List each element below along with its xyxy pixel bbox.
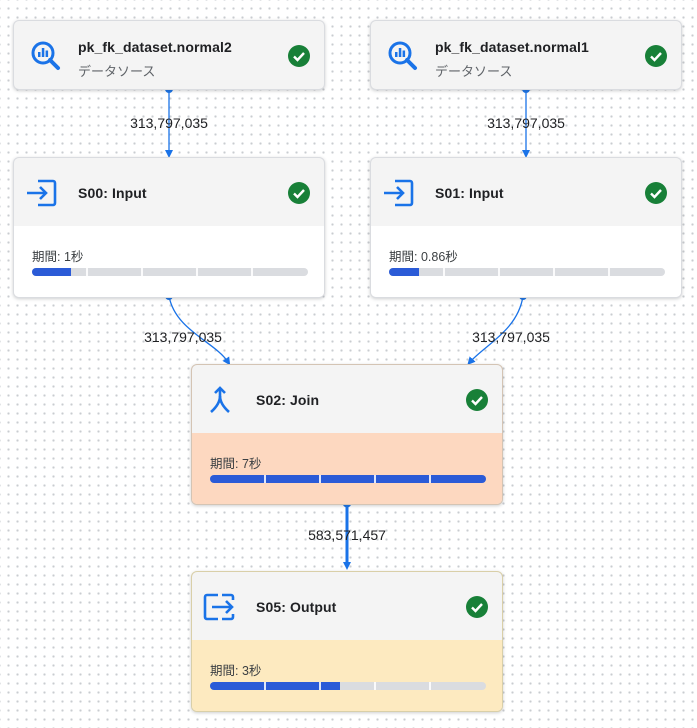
node-title: S01: Input [435, 185, 504, 201]
node-title: S02: Join [256, 392, 320, 408]
join-icon [206, 385, 234, 420]
node-metrics: 期間: 0.86秒 [371, 226, 681, 297]
edge-label-s00-s02: 313,797,035 [144, 329, 222, 345]
node-title: S05: Output [256, 599, 337, 615]
edge-label-ds1-s01: 313,797,035 [487, 115, 565, 131]
duration-label: 期間: 7秒 [210, 457, 262, 471]
node-metrics: 期間: 3秒 [192, 640, 502, 711]
progress-bar [210, 682, 486, 690]
edge-s00-s02[interactable] [168, 295, 231, 366]
edge-s01-s02[interactable] [467, 295, 524, 365]
progress-fill [32, 268, 71, 276]
edge-label-s01-s02: 313,797,035 [472, 329, 550, 345]
success-check-icon [466, 596, 488, 618]
success-check-icon [288, 45, 310, 67]
edge-label-ds2-s00: 313,797,035 [130, 115, 208, 131]
progress-fill [210, 682, 340, 690]
node-metrics: 期間: 7秒 [192, 433, 502, 504]
node-title: pk_fk_dataset.normal2 [78, 39, 232, 55]
bigquery-search-icon [28, 38, 62, 77]
node-stage-s05[interactable]: S05: Output 期間: 3秒 [191, 571, 503, 712]
edge-label-s02-s05: 583,571,457 [308, 527, 386, 543]
progress-fill [210, 475, 486, 483]
duration-label: 期間: 3秒 [210, 664, 262, 678]
node-datasource-normal2[interactable]: pk_fk_dataset.normal2 データソース [13, 20, 325, 90]
success-check-icon [466, 389, 488, 411]
node-title: S00: Input [78, 185, 147, 201]
output-icon [202, 592, 236, 627]
node-metrics: 期間: 1秒 [14, 226, 324, 297]
input-icon [381, 178, 415, 213]
success-check-icon [645, 182, 667, 204]
node-title: pk_fk_dataset.normal1 [435, 39, 589, 55]
node-stage-s00[interactable]: S00: Input 期間: 1秒 [13, 157, 325, 298]
success-check-icon [645, 45, 667, 67]
node-subtitle: データソース [435, 64, 513, 79]
progress-bar [389, 268, 665, 276]
bigquery-search-icon [385, 38, 419, 77]
success-check-icon [288, 182, 310, 204]
progress-fill [389, 268, 420, 276]
progress-bar [210, 475, 486, 483]
node-datasource-normal1[interactable]: pk_fk_dataset.normal1 データソース [370, 20, 682, 90]
duration-label: 期間: 0.86秒 [389, 250, 458, 264]
input-icon [24, 178, 58, 213]
node-stage-s02[interactable]: S02: Join 期間: 7秒 [191, 364, 503, 505]
duration-label: 期間: 1秒 [32, 250, 84, 264]
node-subtitle: データソース [78, 64, 156, 79]
node-stage-s01[interactable]: S01: Input 期間: 0.86秒 [370, 157, 682, 298]
progress-bar [32, 268, 308, 276]
